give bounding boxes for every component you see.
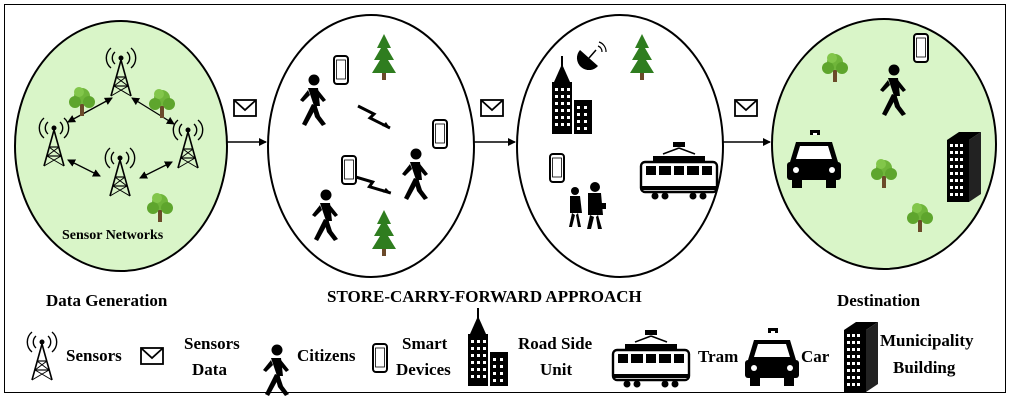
data-generation-label: Data Generation <box>46 291 168 310</box>
sensor-networks-label: Sensor Networks <box>62 228 164 243</box>
sensor-network <box>38 47 204 222</box>
smart-device-icon <box>913 33 929 63</box>
legend-tram-label: Tram <box>698 347 739 366</box>
smart-device-icon <box>432 119 448 149</box>
destination-label: Destination <box>837 291 921 310</box>
legend-citizens-label: Citizens <box>297 346 356 365</box>
smart-device-icon <box>549 153 565 183</box>
sensor-network-region <box>14 20 228 272</box>
smart-device-icon <box>341 155 357 185</box>
legend-envelope-icon <box>140 347 164 365</box>
legend-municipality-line2: Building <box>893 358 956 377</box>
envelope-icon <box>480 99 504 117</box>
legend-smart-devices-line2: Devices <box>396 360 451 379</box>
legend-smart-devices-line1: Smart <box>402 334 448 353</box>
legend-municipality-line1: Municipality <box>880 331 974 350</box>
legend-sensors-data-line1: Sensors <box>184 334 240 353</box>
municipality-building-icon <box>947 132 981 202</box>
destination-region <box>771 18 997 270</box>
legend-sensors-data-line2: Data <box>192 360 227 379</box>
legend-citizen-icon <box>263 344 289 396</box>
legend-car-icon <box>745 328 799 386</box>
legend-sensors-label: Sensors <box>66 346 122 365</box>
legend-sensor-icon <box>26 331 58 381</box>
legend-road-side-unit-icon <box>467 307 509 387</box>
smart-device-icon <box>333 55 349 85</box>
legend-phone-icon <box>372 343 388 373</box>
forward-region <box>516 14 724 278</box>
legend-municipality-icon <box>844 322 878 392</box>
legend-tram-icon <box>611 328 691 389</box>
legend-road-side-unit-line2: Unit <box>540 360 573 379</box>
approach-label: STORE-CARRY-FORWARD APPROACH <box>327 287 642 306</box>
legend-car-label: Car <box>801 347 830 366</box>
legend <box>26 307 878 396</box>
diagram-frame <box>4 4 1006 393</box>
envelope-icon <box>734 99 758 117</box>
legend-road-side-unit-line1: Road Side <box>518 334 593 353</box>
envelope-icon <box>233 99 257 117</box>
